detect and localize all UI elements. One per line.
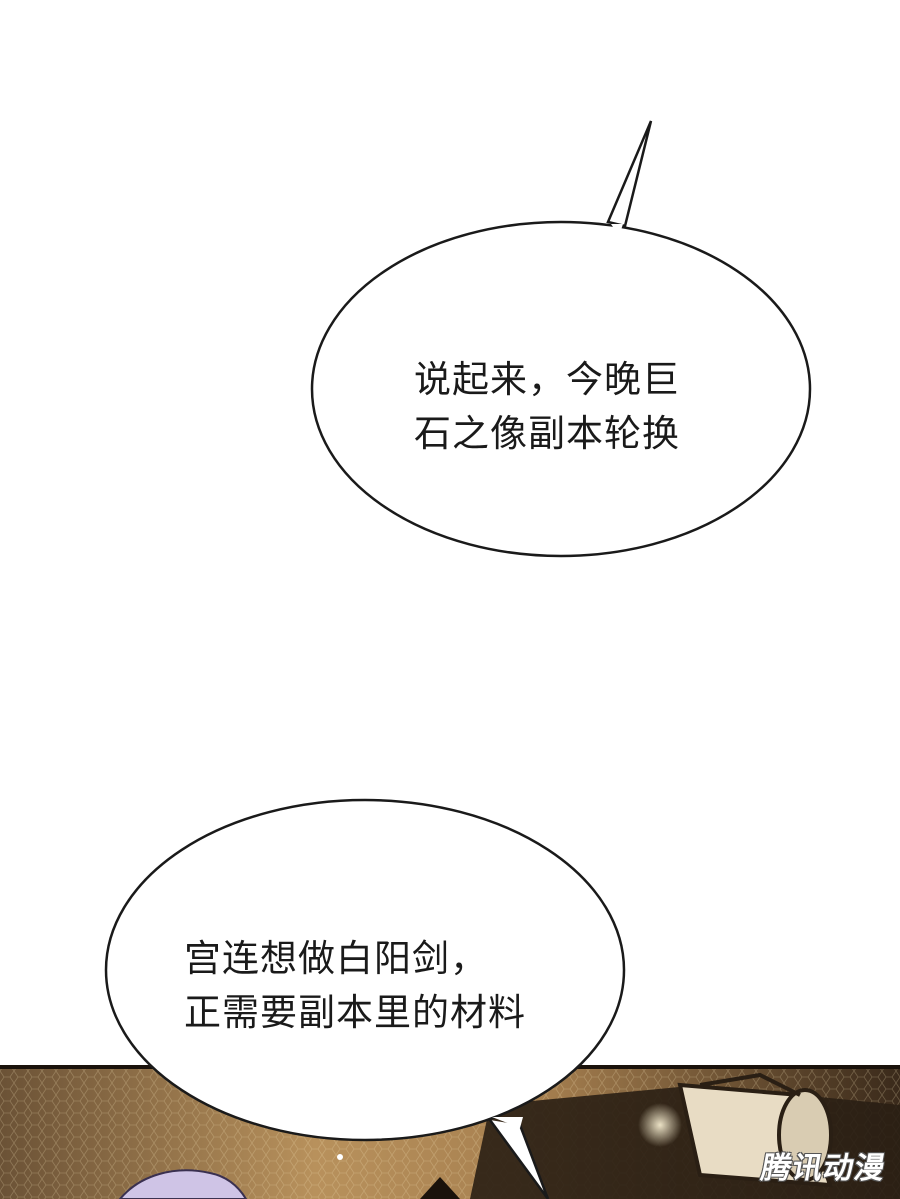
dark-shape [420, 1177, 460, 1199]
light-glint [638, 1103, 682, 1147]
bubble-2-line-1: 宫连想做白阳剑， [184, 937, 488, 980]
bubble-1-line-2: 石之像副本轮换 [414, 412, 680, 455]
bubble-1-text: 说起来，今晚巨 石之像副本轮换 [414, 353, 680, 461]
bubble-1-line-1: 说起来，今晚巨 [414, 358, 680, 401]
scroll-roll [777, 1088, 833, 1182]
bubble-2-text: 宫连想做白阳剑， 正需要副本里的材料 [184, 932, 526, 1040]
sparkle [337, 1154, 343, 1160]
speech-bubble-1 [310, 120, 812, 558]
character-hair [118, 1169, 248, 1199]
speech-bubble-2 [104, 798, 626, 1199]
bubble-2-line-2: 正需要副本里的材料 [184, 991, 526, 1034]
